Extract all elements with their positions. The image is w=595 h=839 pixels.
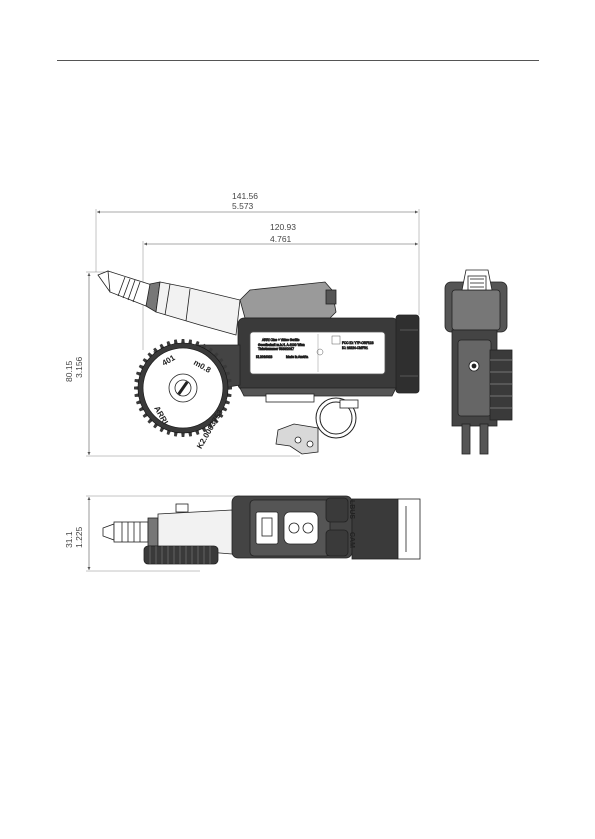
overall-width-in: 5.573	[232, 201, 254, 211]
button-right-icon	[303, 523, 313, 533]
height-mm: 80.15	[64, 360, 74, 382]
rod-clamp	[266, 394, 358, 454]
body-width-in: 4.761	[270, 234, 292, 244]
lbus-port-label: LBUS	[348, 500, 355, 519]
overall-width-mm: 141.56	[232, 191, 258, 201]
button-left-icon	[289, 523, 299, 533]
label-fcc: FCC ID: Y7P-ORF123	[342, 341, 374, 345]
depth-in: 1.225	[74, 526, 84, 548]
cable-connector	[98, 271, 240, 335]
label-made-in: Made in Austria	[286, 355, 308, 359]
front-view-motor	[445, 270, 512, 454]
top-housing	[240, 282, 336, 318]
top-view-motor	[103, 496, 420, 564]
drive-gear: 401 m0.8 ARRI K2.0003753	[134, 339, 232, 450]
body-width-mm: 120.93	[270, 222, 296, 232]
qr-code-icon	[332, 336, 340, 344]
label-model: KL2016023	[256, 355, 273, 359]
label-ic: IC: 16224-CMFR1	[342, 346, 368, 350]
depth-mm: 31.1	[64, 531, 74, 548]
label-line2: Ticketnummer 5839/2017	[258, 347, 294, 351]
label-title: ARRI Cine + Video Geräte	[262, 338, 300, 342]
height-in: 3.156	[74, 356, 84, 378]
cam-port-label: CAM	[348, 532, 355, 548]
